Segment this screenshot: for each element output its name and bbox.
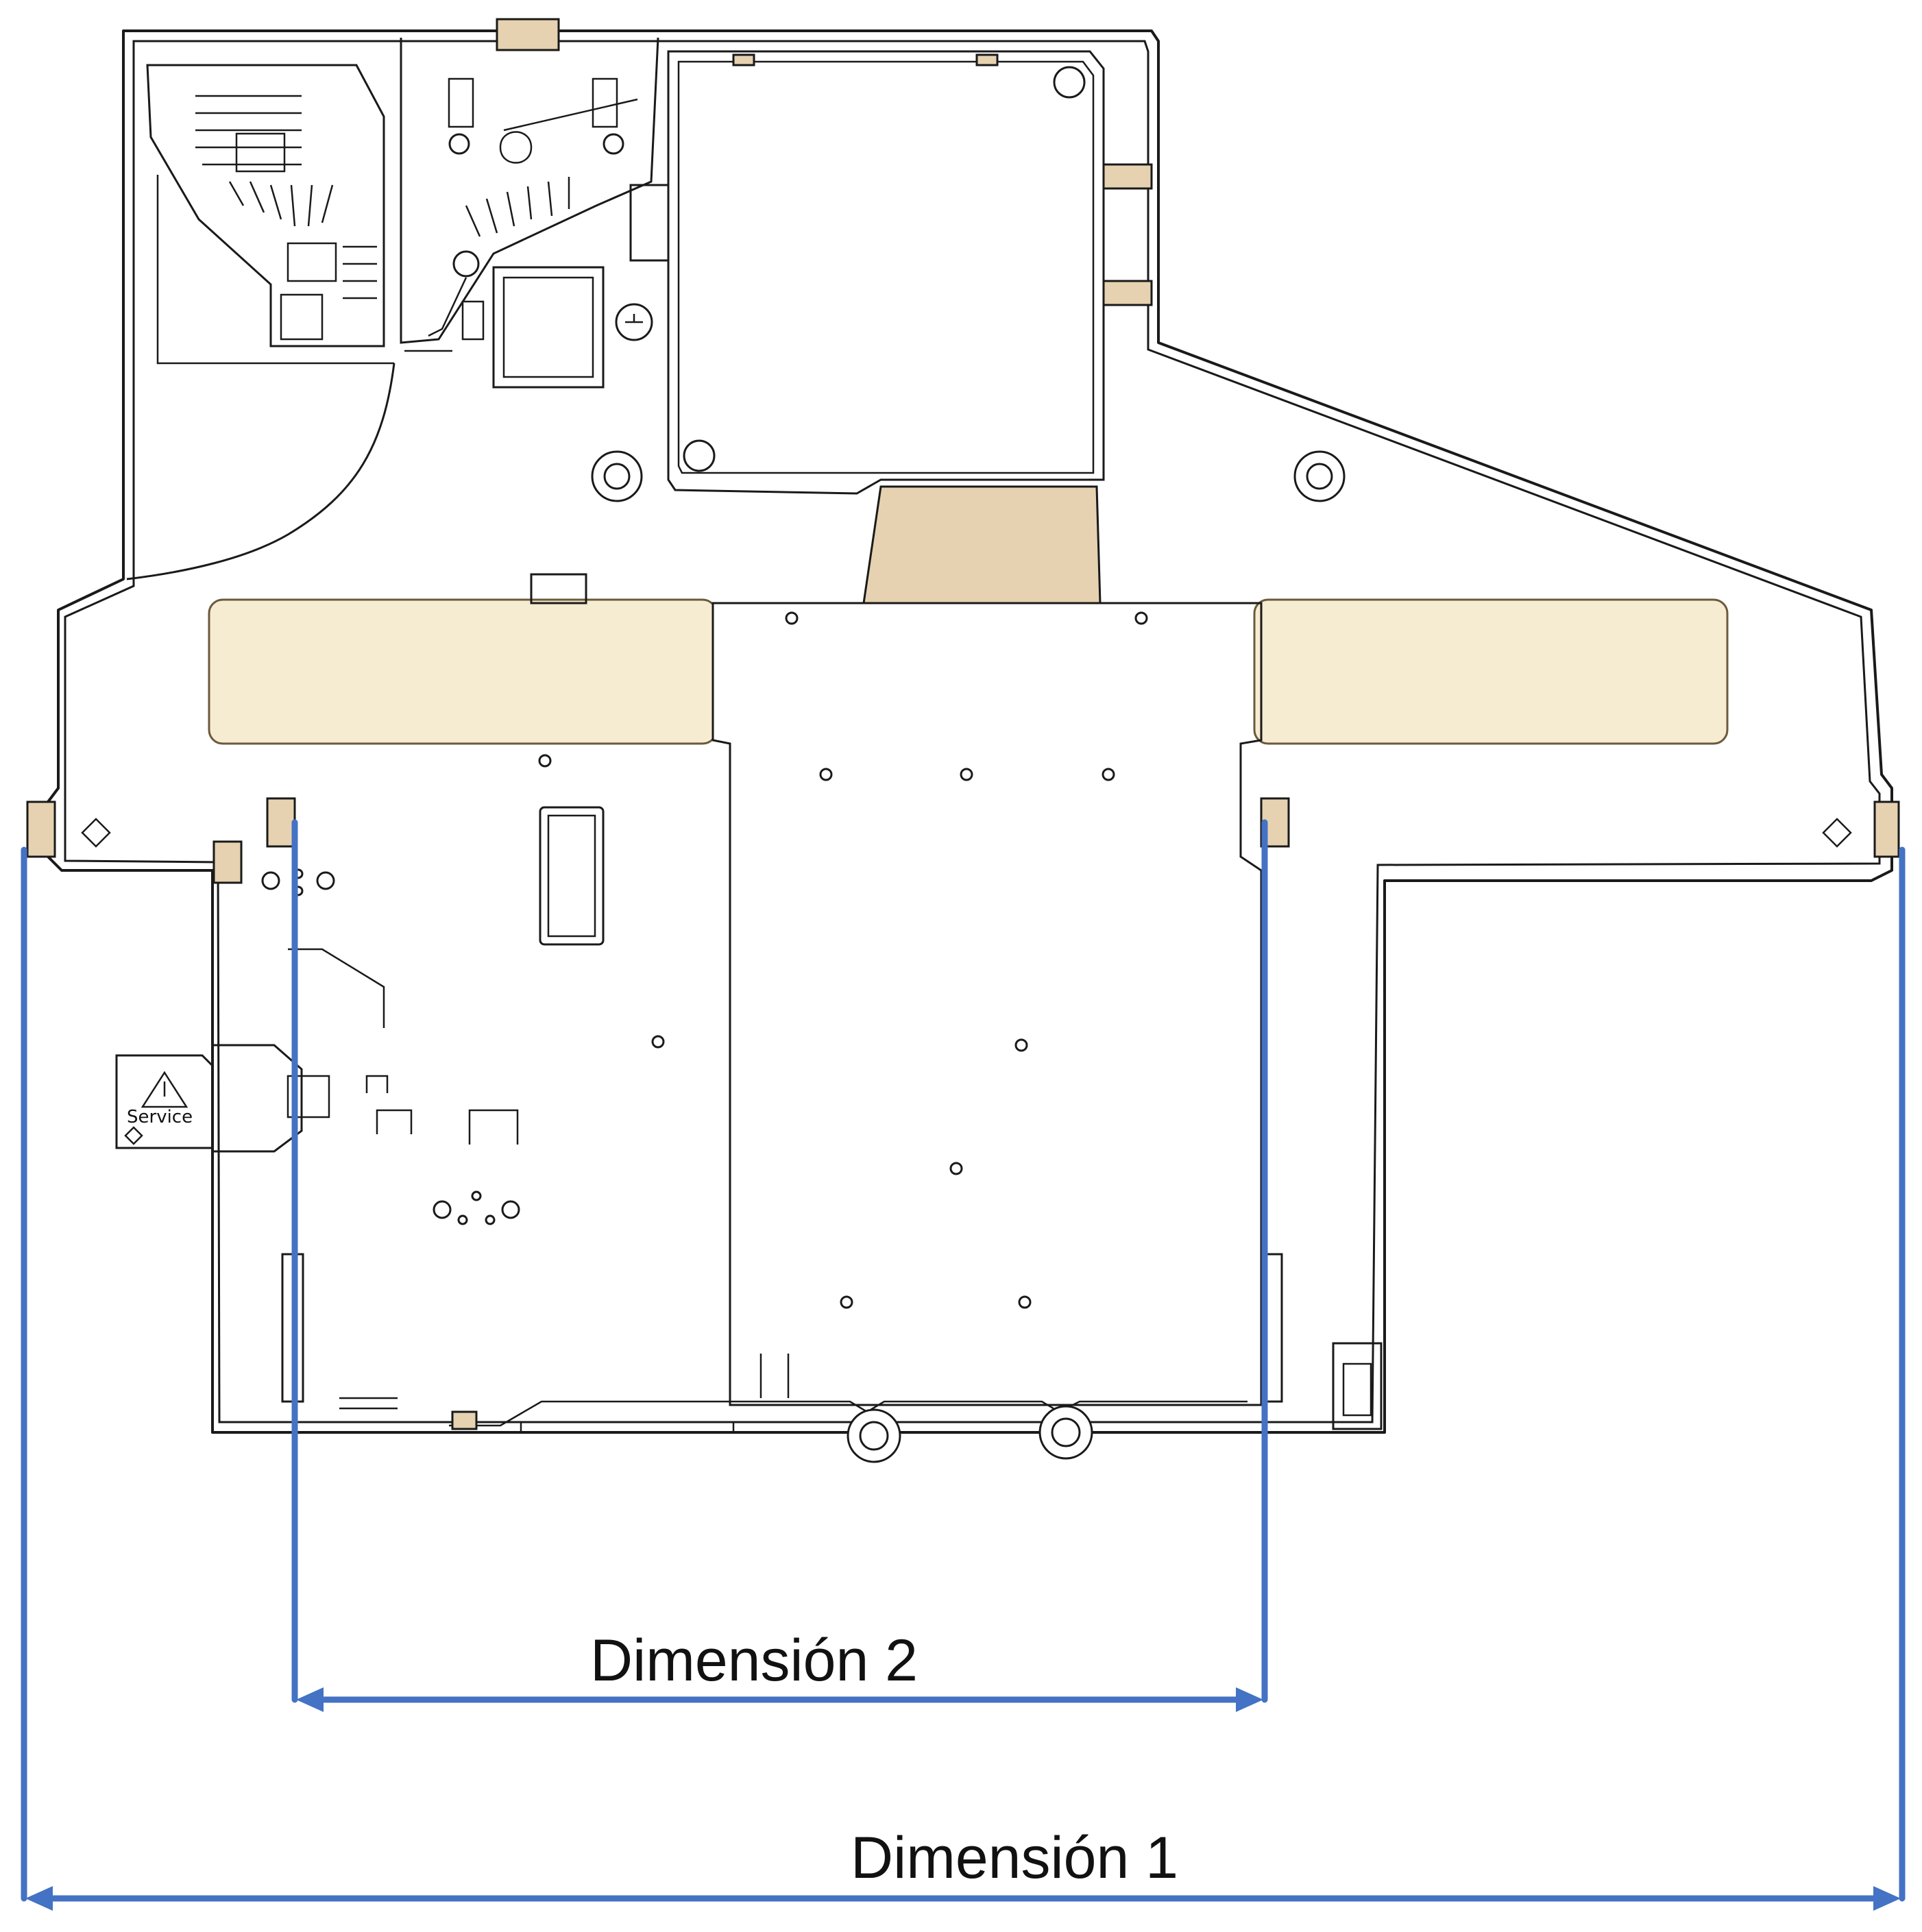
dimension-2: Dimensión 2 xyxy=(291,819,1268,1712)
dimension-1: Dimensión 1 xyxy=(21,846,1906,1911)
service-label: Service xyxy=(115,1044,303,1153)
dimension-2-arrow-left xyxy=(296,1687,324,1712)
dimension-1-arrow-right xyxy=(1873,1886,1901,1911)
top-right-box xyxy=(667,50,1105,495)
left-diamond-fastener xyxy=(81,818,111,848)
right-tape-tab-b xyxy=(1102,280,1153,306)
screw-bottom-right xyxy=(1038,1405,1093,1460)
left-small-holes xyxy=(261,868,520,1225)
left-corner-tab xyxy=(26,800,56,858)
right-bottom-block-inner xyxy=(1342,1362,1372,1417)
tape-band-left xyxy=(208,598,718,745)
right-lower-strip xyxy=(1260,1253,1283,1403)
left-curved-wall xyxy=(126,363,396,580)
box-clip-a xyxy=(732,53,755,66)
screw-right xyxy=(1293,450,1346,502)
left-side-panel xyxy=(287,1075,330,1118)
angled-bracket xyxy=(288,948,385,1028)
dimension-2-label: Dimensión 2 xyxy=(590,1628,918,1693)
slot-window xyxy=(539,806,605,946)
tape-band-center-left xyxy=(713,603,733,740)
screw-bottom-left xyxy=(847,1408,901,1463)
left-hinge-lower xyxy=(212,840,243,884)
dimension-2-arrow-right xyxy=(1236,1687,1263,1712)
box-screw-bottom xyxy=(683,439,716,472)
ribbon-cable xyxy=(862,485,1102,604)
service-text: Service xyxy=(127,1107,193,1127)
right-corner-tab xyxy=(1873,800,1900,858)
small-clip-a xyxy=(365,1075,389,1093)
housing-outline xyxy=(47,29,1893,1434)
left-bracket xyxy=(146,64,385,347)
middle-bracket xyxy=(400,37,659,344)
dimension-1-label: Dimensión 1 xyxy=(851,1825,1178,1891)
screw-left xyxy=(591,450,643,502)
right-diamond-fastener xyxy=(1822,818,1852,848)
bottom-slot xyxy=(520,1421,735,1434)
right-bottom-block xyxy=(1332,1342,1383,1430)
left-hinge-top xyxy=(266,797,296,848)
small-clip-c xyxy=(468,1109,519,1145)
middle-bracket-details xyxy=(404,18,653,389)
right-tape-tab-a xyxy=(1102,163,1153,190)
box-clip-b xyxy=(975,53,999,66)
center-holes xyxy=(538,611,1148,1309)
slot-window-inner xyxy=(547,814,596,938)
top-clip xyxy=(530,573,587,604)
box-side-clip xyxy=(629,184,670,262)
center-plate xyxy=(711,602,1263,1406)
warning-triangle-icon xyxy=(141,1071,188,1108)
small-clip-b xyxy=(376,1109,413,1134)
left-bracket-slots xyxy=(195,95,377,341)
dimension-1-arrow-left xyxy=(25,1886,53,1911)
left-inner-panel xyxy=(156,175,394,365)
bottom-left-clip xyxy=(451,1410,478,1430)
housing-inner-outline xyxy=(64,40,1881,1423)
tape-band-right xyxy=(1253,598,1729,745)
top-right-box-inner xyxy=(677,60,1095,474)
small-diamond-icon xyxy=(124,1126,143,1145)
box-screw-top xyxy=(1053,66,1086,99)
